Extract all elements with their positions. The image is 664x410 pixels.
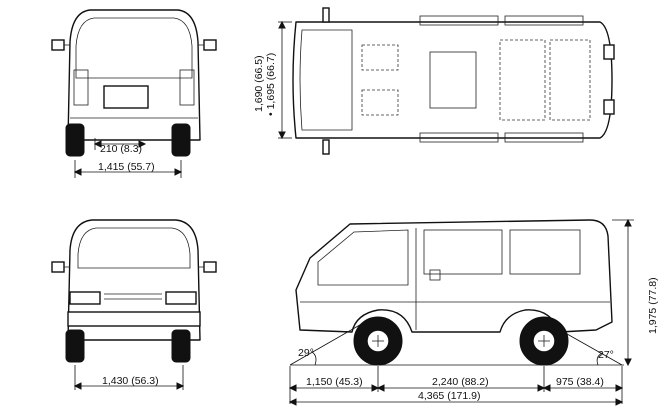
rear-track-label: 1,415 (55.7) (98, 161, 155, 173)
overall-length-label: 4,365 (171.9) (418, 390, 480, 402)
width-label-b: • 1,695 (66.7) (265, 53, 277, 116)
side-view: 29° 27° 1,975 (77.8) 1,150 (45.3) 2,240 … (288, 218, 659, 406)
front-right-tire (171, 329, 191, 363)
left-headlamp (69, 291, 101, 305)
departure-angle-label: 27° (598, 349, 614, 361)
approach-angle-label: 29° (298, 347, 314, 359)
wheelbase-label: 2,240 (88.2) (432, 376, 489, 388)
license-plate (103, 85, 149, 109)
top-view: 1,690 (66.5) • 1,695 (66.7) (253, 7, 615, 155)
rear-axle-offset-label: 210 (8.3) (100, 143, 142, 155)
right-headlamp (165, 291, 197, 305)
front-view: 1,430 (56.3) (51, 219, 217, 390)
rear-view: 210 (8.3) 1,415 (55.7) (51, 9, 217, 178)
width-label-a: 1,690 (66.5) (253, 55, 265, 112)
right-mirror (203, 39, 217, 51)
side-window-1 (423, 229, 503, 275)
rear-right-tire (171, 123, 191, 157)
cab-window (317, 229, 409, 286)
right-front-mirror (203, 261, 217, 273)
front-overhang-label: 1,150 (45.3) (306, 376, 363, 388)
left-mirror (51, 39, 65, 51)
height-label: 1,975 (77.8) (647, 277, 659, 334)
front-track-label: 1,430 (56.3) (102, 375, 159, 387)
side-window-2 (509, 229, 581, 275)
front-left-tire (65, 329, 85, 363)
left-front-mirror (51, 261, 65, 273)
front-bumper (67, 311, 201, 327)
sunroof (429, 51, 477, 109)
rear-overhang-label: 975 (38.4) (556, 376, 604, 388)
rear-left-tire (65, 123, 85, 157)
